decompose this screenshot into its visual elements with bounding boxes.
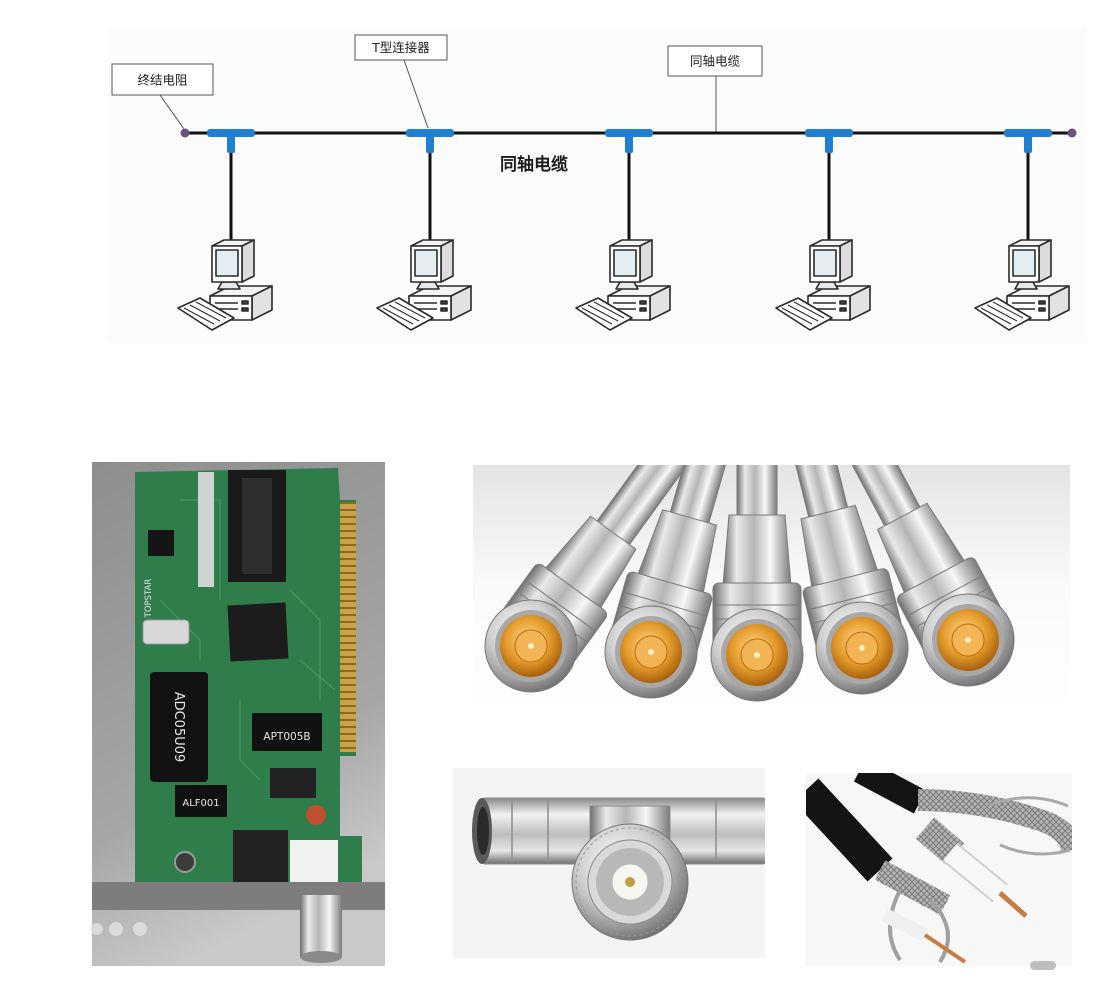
- dielectric-insulator: [881, 908, 929, 942]
- copper-conductor: [923, 933, 967, 964]
- adc-module: [150, 672, 208, 782]
- braided-shield: [874, 860, 951, 915]
- bnc-port: [300, 895, 342, 957]
- bnc-connector-face: [604, 605, 698, 699]
- pagination-dot[interactable]: [91, 923, 103, 935]
- bnc-connectors-photo: [473, 465, 1070, 710]
- network-card-photo: TOPSTAR ADC05U09 APT005B ALF001: [92, 462, 385, 966]
- scroll-handle[interactable]: [1030, 961, 1056, 970]
- cable-jacket: [806, 778, 893, 882]
- mounting-screw: [174, 851, 196, 873]
- bus-topology-diagram: 终结电阻 T型连接器 同轴电缆: [108, 28, 1086, 343]
- t-connector-bnc-face: [571, 823, 689, 941]
- small-chip: [148, 530, 174, 556]
- filter-chip: [175, 785, 227, 817]
- coax-callout: 同轴电缆: [667, 45, 763, 132]
- controller-chip: [227, 602, 289, 662]
- t-connector-callout: T型连接器: [354, 34, 448, 129]
- terminator-icon: [1067, 128, 1077, 138]
- coax-callout-label: 同轴电缆: [690, 54, 741, 69]
- pagination-dot[interactable]: [109, 922, 123, 936]
- connector-faces: [484, 593, 1015, 702]
- pcb-traces: [159, 499, 336, 781]
- bnc-t-connector-photo: [453, 768, 765, 958]
- t-connector-icon: [207, 129, 255, 153]
- bnc-connector-face: [710, 608, 804, 702]
- tube-ridges: [511, 799, 717, 863]
- pagination-dot[interactable]: [133, 922, 147, 936]
- terminator-label-box: [111, 63, 214, 96]
- brand-label: TOPSTAR: [144, 579, 154, 619]
- capacitor: [306, 805, 326, 825]
- terminator-leader-line: [159, 94, 185, 130]
- dip-chip: [242, 478, 272, 574]
- tube-opening-inner: [477, 807, 489, 855]
- crystal-oscillator: [142, 619, 190, 645]
- coax-label-box: [667, 45, 763, 77]
- terminators: [180, 128, 1077, 138]
- bnc-connector-face: [815, 601, 909, 695]
- t-connector-label: T型连接器: [371, 40, 430, 55]
- t-connector-icon: [406, 129, 454, 153]
- cable-jacket: [853, 773, 927, 814]
- t-connector-icon: [1004, 129, 1052, 153]
- bnc-jack-block: [290, 840, 338, 888]
- logic-chip: [270, 768, 316, 798]
- braid-wisps: [888, 889, 950, 964]
- terminator-callout: 终结电阻: [111, 63, 214, 130]
- t-connector-leader-line: [403, 59, 429, 129]
- braid-wisps: [989, 796, 1071, 856]
- t-connector-label-box: [354, 34, 448, 61]
- transformer-label: APT005B: [263, 731, 310, 743]
- coaxial-cable-photo: [806, 773, 1072, 966]
- transformer-chip: [252, 713, 322, 751]
- t-connector-icon: [605, 129, 653, 153]
- bnc-connector-face: [484, 599, 578, 693]
- bnc-port-opening: [300, 951, 342, 963]
- terminator-icon: [180, 128, 190, 138]
- bnc-connector-face: [921, 593, 1015, 687]
- adc-module-label: ADC05U09: [171, 692, 186, 763]
- resistor-pack: [198, 472, 214, 587]
- jack-housing: [233, 830, 288, 885]
- drop-cables: [229, 150, 1030, 241]
- terminator-label: 终结电阻: [137, 73, 188, 88]
- filter-label: ALF001: [182, 798, 219, 809]
- coax-center-label: 同轴电缆: [500, 154, 568, 175]
- t-connectors: [207, 129, 1052, 153]
- pci-gold-fingers: [340, 502, 356, 752]
- card-bracket: [92, 882, 385, 910]
- braided-shield: [917, 789, 1072, 853]
- dielectric-insulator: [943, 844, 1007, 901]
- t-connector-icon: [805, 129, 853, 153]
- braided-shield: [915, 817, 965, 865]
- pagination-dots-icon[interactable]: [91, 922, 147, 936]
- copper-conductor: [998, 891, 1028, 918]
